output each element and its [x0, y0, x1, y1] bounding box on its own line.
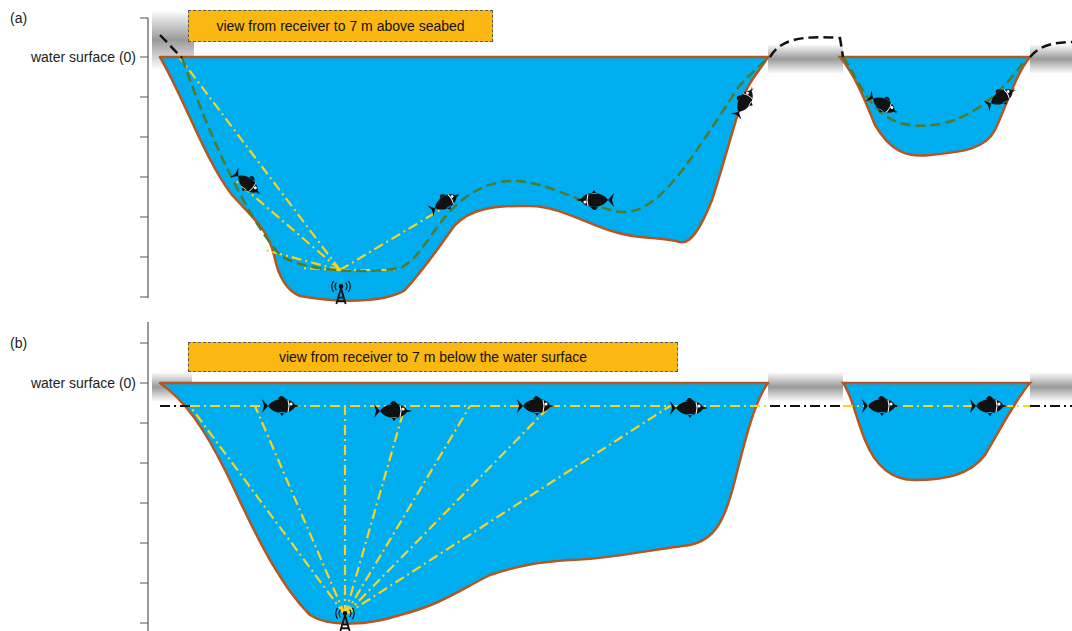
caption-box: view from receiver to 7 m below the wate… — [188, 342, 678, 372]
axis-label: water surface (0) — [31, 375, 136, 391]
axis-label: water surface (0) — [31, 49, 136, 65]
caption-box: view from receiver to 7 m above seabed — [188, 10, 493, 42]
panel-letter: (b) — [10, 335, 27, 351]
panel-letter: (a) — [10, 10, 27, 26]
box-text: view from receiver to 7 m below the wate… — [269, 349, 597, 365]
box-text: view from receiver to 7 m above seabed — [206, 18, 474, 34]
